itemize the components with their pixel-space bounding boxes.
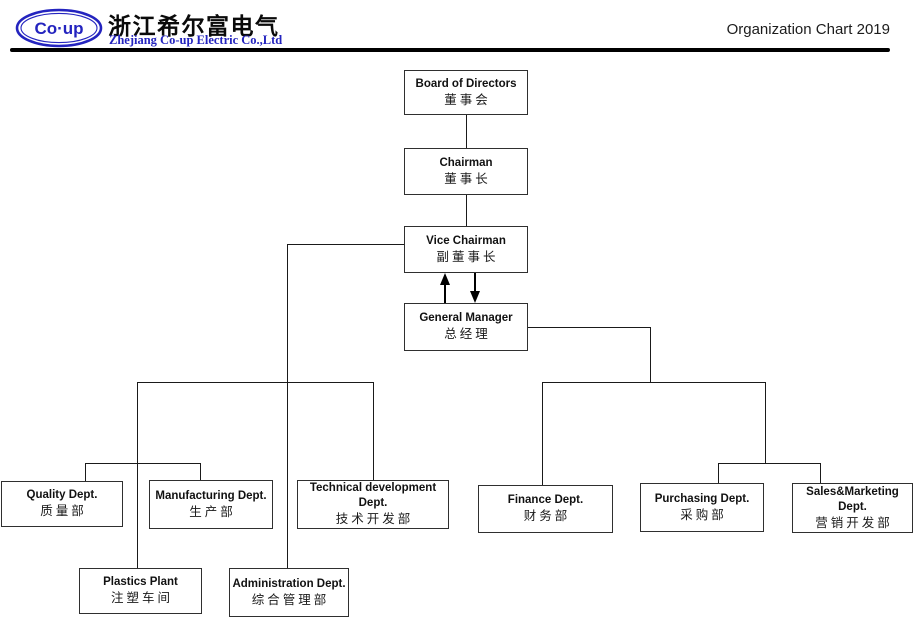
node-label-en: Manufacturing Dept. <box>155 489 267 502</box>
down-arrow-icon <box>470 291 480 303</box>
header-divider <box>10 48 890 52</box>
page-title: Organization Chart 2019 <box>726 21 890 38</box>
org-node-purchasing-dept: Purchasing Dept. 采购部 <box>640 483 764 532</box>
org-node-plastics-plant: Plastics Plant 注塑车间 <box>79 568 202 614</box>
node-label-en: Sales&Marketing Dept. <box>806 485 899 513</box>
node-label-zh: 综合管理部 <box>251 592 330 607</box>
node-label-zh: 采购部 <box>680 507 727 522</box>
node-label-zh: 生产部 <box>189 504 236 519</box>
connector <box>718 463 720 483</box>
node-label-en: Administration Dept. <box>232 577 346 590</box>
node-label-zh: 技术开发部 <box>335 512 414 526</box>
org-node-general-manager: General Manager 总经理 <box>404 303 528 351</box>
company-name-chinese: 浙江希尔富电气 <box>108 13 280 39</box>
connector <box>85 463 87 481</box>
connector <box>85 463 200 465</box>
connector <box>466 115 468 148</box>
node-label-zh: 财务部 <box>523 509 571 523</box>
connector <box>820 463 822 483</box>
connector <box>765 382 767 463</box>
node-label-en: Chairman <box>439 156 493 169</box>
org-node-vice-chairman: Vice Chairman 副董事长 <box>404 226 528 273</box>
node-label-en: Plastics Plant <box>103 576 178 588</box>
logo-wordmark: Co·up <box>34 19 83 38</box>
connector <box>718 463 820 465</box>
node-label-en: Technical development Dept. <box>309 482 437 509</box>
node-label-en: Quality Dept. <box>26 489 98 501</box>
connector <box>528 327 650 329</box>
down-arrow-shaft <box>474 273 476 292</box>
connector <box>137 382 139 568</box>
org-node-technical-development-dept: Technical development Dept. 技术开发部 <box>297 480 449 529</box>
connector <box>373 382 375 480</box>
connector <box>287 244 289 568</box>
node-label-zh: 董事会 <box>444 92 491 107</box>
org-node-board-of-directors: Board of Directors 董事会 <box>404 70 528 115</box>
node-label-en: Vice Chairman <box>426 234 506 247</box>
node-label-en: Purchasing Dept. <box>654 492 750 505</box>
node-label-zh: 总经理 <box>444 327 491 341</box>
org-node-chairman: Chairman 董事长 <box>404 148 528 195</box>
org-node-administration-dept: Administration Dept. 综合管理部 <box>229 568 349 617</box>
connector <box>542 382 544 485</box>
connector <box>137 382 373 384</box>
node-label-zh: 董事长 <box>444 171 491 186</box>
company-name-english: Zhejiang Co-up Electric Co.,Ltd <box>109 33 283 47</box>
up-arrow-shaft <box>444 283 446 303</box>
node-label-en: Finance Dept. <box>507 494 584 506</box>
node-label-zh: 副董事长 <box>436 249 499 264</box>
org-node-manufacturing-dept: Manufacturing Dept. 生产部 <box>149 480 273 529</box>
connector <box>466 195 468 226</box>
org-node-finance-dept: Finance Dept. 财务部 <box>478 485 613 533</box>
node-label-zh: 注塑车间 <box>110 591 173 605</box>
coup-logo-icon: Co·up <box>15 8 103 48</box>
connector <box>650 327 652 382</box>
node-label-zh: 营销开发部 <box>815 515 893 530</box>
node-label-zh: 质量部 <box>40 504 87 518</box>
up-arrow-icon <box>440 273 450 285</box>
connector <box>200 463 202 480</box>
node-label-en: General Manager <box>419 312 513 324</box>
connector <box>287 244 404 246</box>
node-label-en: Board of Directors <box>415 77 517 90</box>
connector <box>542 382 765 384</box>
org-node-quality-dept: Quality Dept. 质量部 <box>1 481 123 527</box>
org-node-sales-marketing-dept: Sales&Marketing Dept. 营销开发部 <box>792 483 913 533</box>
